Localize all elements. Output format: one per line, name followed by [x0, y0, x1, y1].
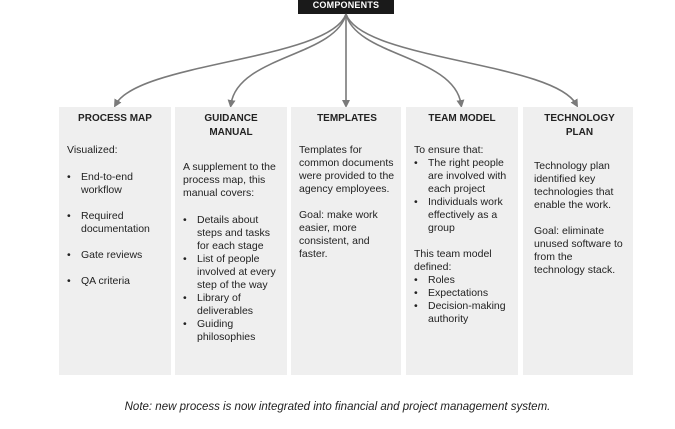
guidance-manual-list: Details about steps and tasks for each s…: [183, 214, 279, 344]
technology-plan-column: TECHNOLOGY PLAN Technology plan identifi…: [523, 107, 633, 375]
templates-paragraph: Templates for common documents were prov…: [299, 144, 395, 195]
list-item: Expectations: [414, 287, 510, 300]
process-map-title: PROCESS MAP: [78, 113, 152, 124]
team-model-intro: To ensure that:: [414, 144, 484, 156]
process-map-list: End-to-end workflow Required documentati…: [67, 171, 163, 288]
list-item: Details about steps and tasks for each s…: [183, 214, 279, 253]
list-item: Decision-making authority: [414, 300, 510, 326]
templates-goal: Goal: make work easier, more consistent,…: [299, 209, 378, 260]
technology-plan-paragraph: Technology plan identified key technolog…: [534, 160, 614, 211]
process-map-column: PROCESS MAP Visualized: End-to-end workf…: [59, 107, 171, 375]
list-item: End-to-end workflow: [67, 171, 163, 197]
footnote: Note: new process is now integrated into…: [124, 401, 551, 413]
templates-column: TEMPLATES Templates for common documents…: [291, 107, 401, 375]
technology-plan-goal: Goal: eliminate unused software to from …: [534, 225, 623, 276]
technology-plan-title: TECHNOLOGY PLAN: [544, 113, 615, 138]
team-model-intro-2: This team model defined:: [414, 248, 492, 273]
list-item: The right people are involved with each …: [414, 157, 510, 196]
list-item: List of people involved at every step of…: [183, 253, 279, 292]
list-item: Library of deliverables: [183, 292, 279, 318]
guidance-manual-column: GUIDANCE MANUAL A supplement to the proc…: [175, 107, 287, 375]
components-header: COMPONENTS: [298, 0, 394, 14]
components-title: COMPONENTS: [312, 0, 380, 10]
process-map-intro: Visualized:: [67, 144, 118, 156]
connector-team-model: [345, 13, 465, 108]
connector-guidance-manual: [227, 13, 347, 108]
list-item: Gate reviews: [67, 249, 163, 262]
list-item: QA criteria: [67, 275, 163, 288]
team-model-title: TEAM MODEL: [428, 113, 496, 124]
list-item: Required documentation: [67, 210, 163, 236]
connector-process-map: [114, 13, 347, 108]
team-model-list-2: Roles Expectations Decision-making autho…: [414, 274, 510, 326]
connector-technology-plan: [345, 13, 578, 108]
guidance-manual-intro: A supplement to the process map, this ma…: [183, 161, 276, 199]
list-item: Roles: [414, 274, 510, 287]
team-model-column: TEAM MODEL To ensure that: The right peo…: [406, 107, 518, 375]
team-model-list: The right people are involved with each …: [414, 157, 510, 235]
list-item: Guiding philosophies: [183, 318, 279, 344]
guidance-manual-title: GUIDANCE MANUAL: [204, 113, 258, 138]
list-item: Individuals work effectively as a group: [414, 196, 510, 235]
templates-title: TEMPLATES: [317, 113, 377, 124]
